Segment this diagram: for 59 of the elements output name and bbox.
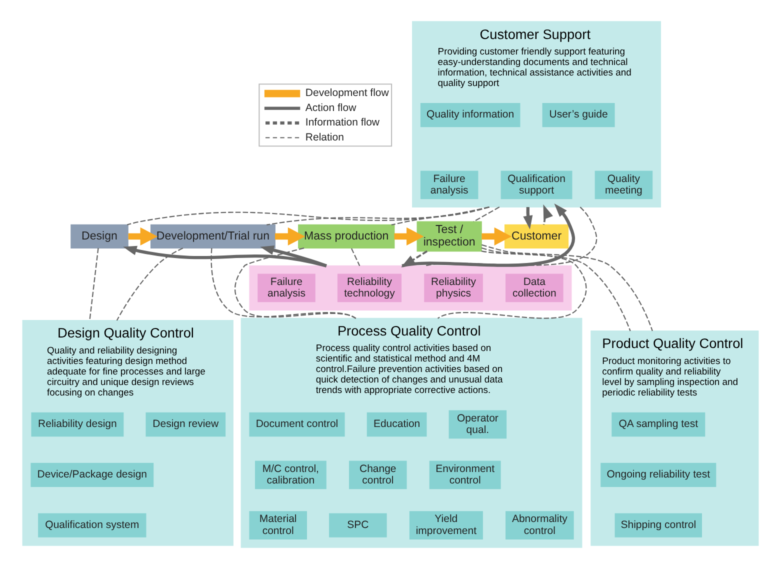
connector (480, 250, 630, 331)
arrow (274, 226, 305, 245)
legend-label: Action flow (304, 101, 356, 114)
arrow (542, 204, 552, 224)
arrow (401, 202, 575, 267)
node-box: Device/Package design (30, 462, 154, 486)
legend-label: Information flow (304, 116, 380, 128)
arrow (260, 244, 326, 267)
node-box: M/C control, calibration (254, 460, 326, 489)
node-box: Qualification system (38, 512, 146, 537)
cluster (248, 264, 572, 310)
connector (126, 206, 489, 225)
node-box: QA sampling test (611, 412, 705, 436)
connector (350, 248, 360, 266)
node-box: Design review (145, 412, 226, 436)
node-box: Reliability physics (424, 273, 482, 302)
connector (390, 206, 489, 225)
legend-label: Development flow (304, 86, 388, 99)
node-box: Reliability technology (336, 273, 402, 302)
node-box: Abnormality control (505, 510, 574, 540)
node-box: User’s guide (542, 102, 614, 127)
node-box: Operator qual. (448, 410, 506, 438)
node-box: Education (366, 412, 426, 436)
node-box: Test / inspection (416, 220, 482, 252)
legend-label: Relation (304, 130, 344, 143)
connector (266, 206, 489, 225)
node-box: SPC (328, 512, 386, 537)
connector (437, 246, 586, 318)
arrow (522, 206, 532, 229)
connector (480, 244, 652, 331)
node-box: Development/Trial run (150, 224, 275, 248)
connector (210, 248, 356, 318)
arrow (128, 226, 158, 245)
node-box: Failure analysis (257, 273, 315, 302)
node-box: Design (70, 224, 128, 248)
arrow (400, 250, 428, 267)
node-box: Ongoing reliability test (600, 462, 716, 486)
node-box: Shipping control (614, 512, 702, 537)
connector (234, 246, 356, 318)
connector (424, 206, 597, 266)
node-box: Quality information (420, 102, 520, 127)
node-box: Mass production (298, 224, 394, 248)
node-box: Change control (348, 460, 406, 489)
node-box: Document control (248, 412, 344, 436)
node-box: Data collection (505, 273, 563, 302)
node-box: Quality meeting (594, 170, 652, 199)
connector (472, 206, 500, 222)
connector (88, 247, 98, 320)
arrow (122, 245, 326, 267)
node-box: Qualification support (500, 170, 572, 199)
connector (116, 247, 183, 320)
node-box: Failure analysis (420, 170, 478, 199)
arrow (481, 226, 512, 245)
node-box: Yield improvement (408, 510, 482, 540)
node-box: Environment control (428, 460, 500, 489)
node-box: Material control (248, 510, 306, 540)
node-box: Customer (504, 224, 568, 248)
node-box: Reliability design (30, 412, 124, 436)
arrow (394, 226, 424, 245)
